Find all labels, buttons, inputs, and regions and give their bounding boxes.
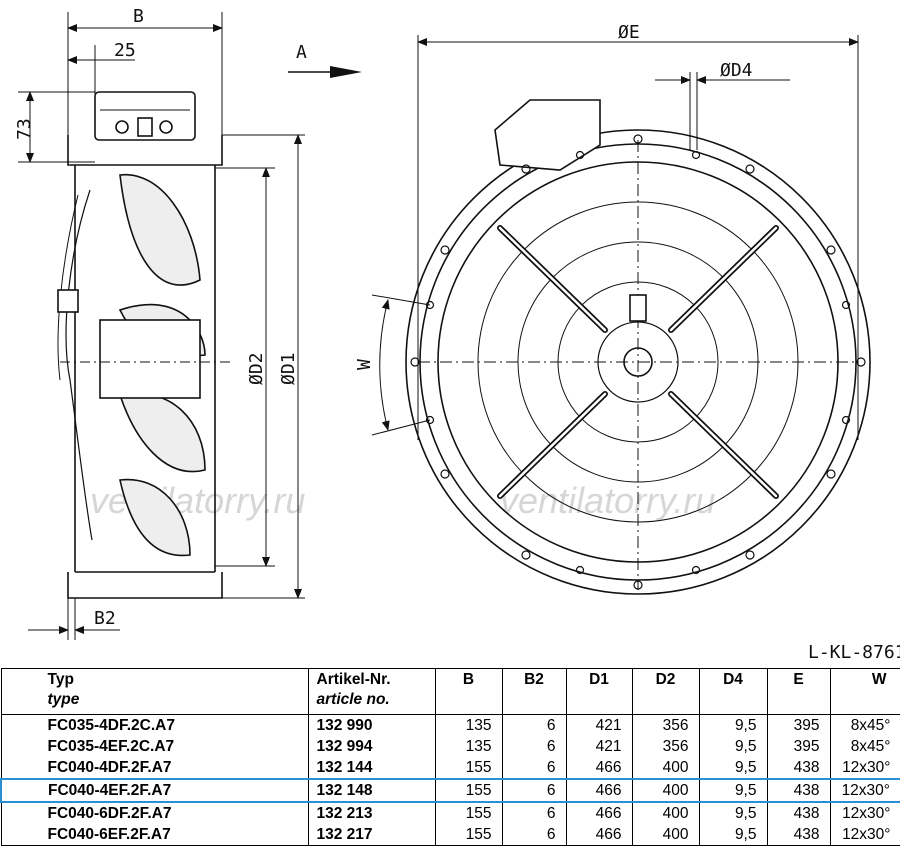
cell-D2: 356 (631, 714, 700, 736)
table-header-row: Typ type Artikel-Nr. article no. B B2 D1… (0, 668, 900, 715)
cell-B2: 6 (501, 757, 567, 779)
cell-article: 132 148 (307, 778, 436, 803)
table-row: FC040-4DF.2F.A7 132 144 155 6 466 400 9,… (0, 757, 900, 779)
header-type: Typ type (0, 668, 309, 715)
cell-type: FC040-4EF.2F.A7 (0, 778, 309, 803)
cell-D1: 466 (565, 824, 633, 846)
view-arrow-A (288, 66, 362, 78)
dim-B-label: B (133, 6, 144, 27)
cell-E: 438 (766, 824, 831, 846)
cell-article: 132 217 (307, 824, 436, 846)
cell-B2: 6 (501, 736, 567, 757)
view-A-label: A (296, 42, 307, 63)
dim-D1-label: ØD1 (278, 352, 299, 385)
cell-article: 132 213 (307, 802, 436, 824)
cell-B2: 6 (501, 714, 567, 736)
cell-B2: 6 (501, 824, 567, 846)
cell-type: FC040-6EF.2F.A7 (0, 824, 309, 846)
cell-article: 132 990 (307, 714, 436, 736)
specification-table: Typ type Artikel-Nr. article no. B B2 D1… (0, 668, 900, 846)
cell-W: 12x30° (829, 824, 900, 846)
cell-B: 135 (434, 736, 503, 757)
cell-E: 438 (766, 757, 831, 779)
cell-B: 155 (434, 778, 503, 803)
cell-E: 438 (766, 778, 831, 803)
header-D4: D4 (698, 668, 768, 715)
cell-type: FC040-4DF.2F.A7 (0, 757, 309, 779)
table-row: FC040-6DF.2F.A7 132 213 155 6 466 400 9,… (0, 802, 900, 824)
header-B: B (434, 668, 503, 715)
dim-73-label: 73 (14, 118, 35, 140)
table-row: FC035-4EF.2C.A7 132 994 135 6 421 356 9,… (0, 736, 900, 757)
cell-D4: 9,5 (698, 824, 768, 846)
front-view (371, 35, 871, 595)
cell-B: 155 (434, 802, 503, 824)
header-article-label: article no. (316, 691, 390, 708)
cell-article: 132 144 (307, 757, 436, 779)
cell-E: 395 (766, 736, 831, 757)
cell-type: FC040-6DF.2F.A7 (0, 802, 309, 824)
cell-D4: 9,5 (698, 757, 768, 779)
header-typ-label: Typ (47, 671, 74, 688)
table-row: FC035-4DF.2C.A7 132 990 135 6 421 356 9,… (0, 714, 900, 736)
cell-D2: 356 (631, 736, 700, 757)
header-article: Artikel-Nr. article no. (307, 668, 436, 715)
dim-E-label: ØE (618, 22, 640, 43)
dim-D2-label: ØD2 (246, 352, 267, 385)
cell-W: 12x30° (829, 778, 900, 803)
cell-E: 395 (766, 714, 831, 736)
dim-B2-label: B2 (94, 608, 116, 629)
table-row-highlighted: FC040-4EF.2F.A7 132 148 155 6 466 400 9,… (0, 778, 900, 803)
cell-W: 12x30° (829, 757, 900, 779)
dim-25-label: 25 (114, 40, 136, 61)
cell-type: FC035-4EF.2C.A7 (0, 736, 309, 757)
header-artikel-label: Artikel-Nr. (316, 671, 391, 688)
cell-D4: 9,5 (698, 714, 768, 736)
cell-B: 135 (434, 714, 503, 736)
dim-W-label: W (354, 359, 375, 370)
cell-W: 8x45° (829, 736, 900, 757)
cell-D2: 400 (631, 757, 700, 779)
cell-D2: 400 (631, 824, 700, 846)
table-row: FC040-6EF.2F.A7 132 217 155 6 466 400 9,… (0, 824, 900, 846)
cell-D1: 466 (565, 802, 633, 824)
cell-D4: 9,5 (698, 778, 768, 803)
cell-W: 12x30° (829, 802, 900, 824)
cell-type: FC035-4DF.2C.A7 (0, 714, 309, 736)
technical-drawing: ventilatorry.ru ventilatorry.ru (14, 6, 900, 663)
header-E: E (766, 668, 831, 715)
cell-B2: 6 (501, 802, 567, 824)
cell-D2: 400 (631, 802, 700, 824)
dim-D4-label: ØD4 (720, 60, 753, 81)
cell-D1: 466 (565, 778, 633, 803)
cell-B: 155 (434, 824, 503, 846)
cell-D4: 9,5 (698, 802, 768, 824)
drawing-reference: L-KL-8761 (808, 642, 900, 663)
cell-E: 438 (766, 802, 831, 824)
header-D2: D2 (631, 668, 700, 715)
header-D1: D1 (565, 668, 633, 715)
cell-article: 132 994 (307, 736, 436, 757)
cell-D1: 466 (565, 757, 633, 779)
cell-B2: 6 (501, 778, 567, 803)
cell-D1: 421 (565, 714, 633, 736)
watermark-right: ventilatorry.ru (500, 480, 715, 521)
cell-B: 155 (434, 757, 503, 779)
cell-D4: 9,5 (698, 736, 768, 757)
header-type-label: type (47, 691, 80, 708)
cell-D1: 421 (565, 736, 633, 757)
header-B2: B2 (501, 668, 567, 715)
cell-W: 8x45° (829, 714, 900, 736)
side-view (18, 12, 305, 640)
header-W: W (829, 668, 900, 715)
cell-D2: 400 (631, 778, 700, 803)
